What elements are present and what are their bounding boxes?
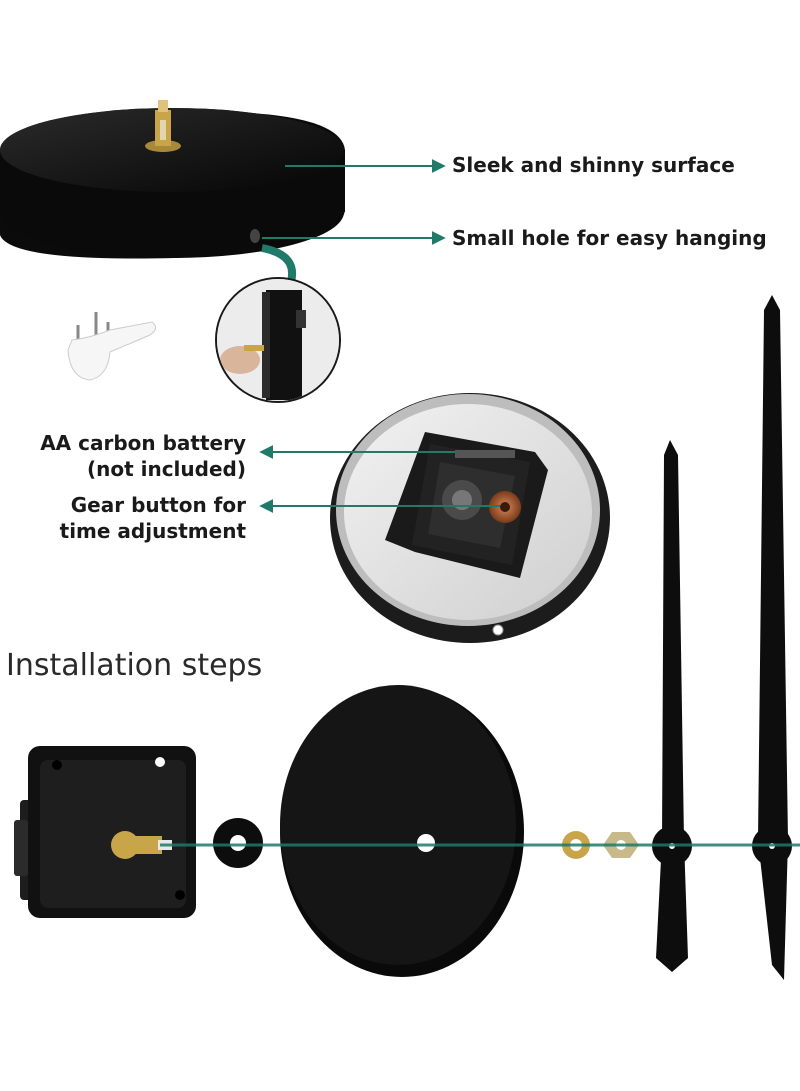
callout-battery-line2: (not included) — [86, 457, 246, 481]
callout-gear-line1: Gear button for — [70, 493, 246, 517]
callout-gear-line2: time adjustment — [59, 519, 246, 543]
magnified-hanging-detail — [215, 277, 341, 403]
clock-movement-front — [14, 746, 196, 918]
minute-hand — [752, 295, 792, 980]
clock-base-disc-front — [280, 685, 524, 977]
callout-battery-line1: AA carbon battery — [40, 431, 246, 455]
rubber-washer — [213, 818, 263, 868]
callout-surface: Sleek and shinny surface — [452, 153, 735, 177]
hour-hand — [652, 440, 692, 972]
clock-base-disc-top — [0, 100, 345, 259]
callout-hole: Small hole for easy hanging — [452, 226, 767, 250]
section-title: Installation steps — [6, 648, 263, 683]
wall-hook-icon — [67, 312, 156, 381]
